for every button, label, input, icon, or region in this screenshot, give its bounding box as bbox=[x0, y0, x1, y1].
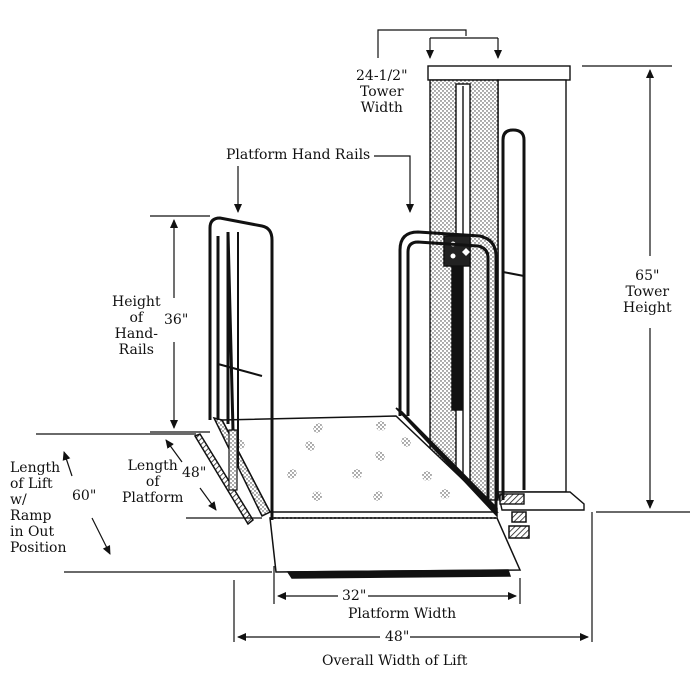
tower-width-label: 24-1/2" Tower Width bbox=[356, 68, 408, 116]
length-of-platform-line2: of bbox=[145, 474, 160, 490]
length-of-platform-line1: Length bbox=[127, 458, 178, 474]
tower-height-value: 65" bbox=[635, 268, 660, 284]
hand-rails bbox=[208, 216, 498, 520]
length-of-lift-label: Length of Lift w/ Ramp in Out Position bbox=[10, 460, 67, 556]
dimension-lines bbox=[36, 29, 690, 642]
handrail-height-line1: Height bbox=[112, 294, 161, 310]
platform-grip-dots bbox=[235, 421, 450, 501]
tower-width-text-line2: Width bbox=[360, 100, 403, 116]
platform bbox=[193, 407, 530, 579]
length-of-lift-line6: Position bbox=[10, 540, 67, 556]
tower-height-text-line1: Tower bbox=[625, 284, 670, 300]
tower bbox=[427, 65, 585, 511]
length-of-lift-line4: Ramp bbox=[10, 508, 52, 524]
handrail-height-line2: of bbox=[129, 310, 144, 326]
overall-width-value: 48" bbox=[385, 629, 410, 645]
overall-width-label: Overall Width of Lift bbox=[322, 653, 468, 669]
handrail-height-value: 36" bbox=[164, 312, 189, 328]
platform-width-label: Platform Width bbox=[348, 606, 457, 622]
tower-height-text-line2: Height bbox=[623, 300, 672, 316]
handrail-height-line3: Hand- bbox=[114, 326, 158, 342]
length-of-lift-value: 60" bbox=[72, 488, 97, 504]
tower-width-text-line1: Tower bbox=[359, 84, 404, 100]
length-of-lift-line2: of Lift bbox=[10, 476, 53, 492]
handrail-height-label: Height of Hand- Rails bbox=[112, 294, 161, 358]
length-of-lift-line3: w/ bbox=[10, 492, 27, 508]
length-of-lift-line1: Length bbox=[10, 460, 61, 476]
length-of-platform-label: Length of Platform bbox=[122, 458, 183, 506]
length-of-platform-line3: Platform bbox=[122, 490, 184, 506]
length-of-lift-line5: in Out bbox=[10, 524, 55, 540]
platform-width-value: 32" bbox=[342, 588, 367, 604]
length-of-platform-value: 48" bbox=[182, 465, 207, 481]
platform-hand-rails-label: Platform Hand Rails bbox=[226, 147, 371, 163]
handrail-height-line4: Rails bbox=[118, 342, 154, 358]
tower-height-label: 65" Tower Height bbox=[623, 268, 672, 316]
tower-width-value: 24-1/2" bbox=[356, 68, 408, 84]
